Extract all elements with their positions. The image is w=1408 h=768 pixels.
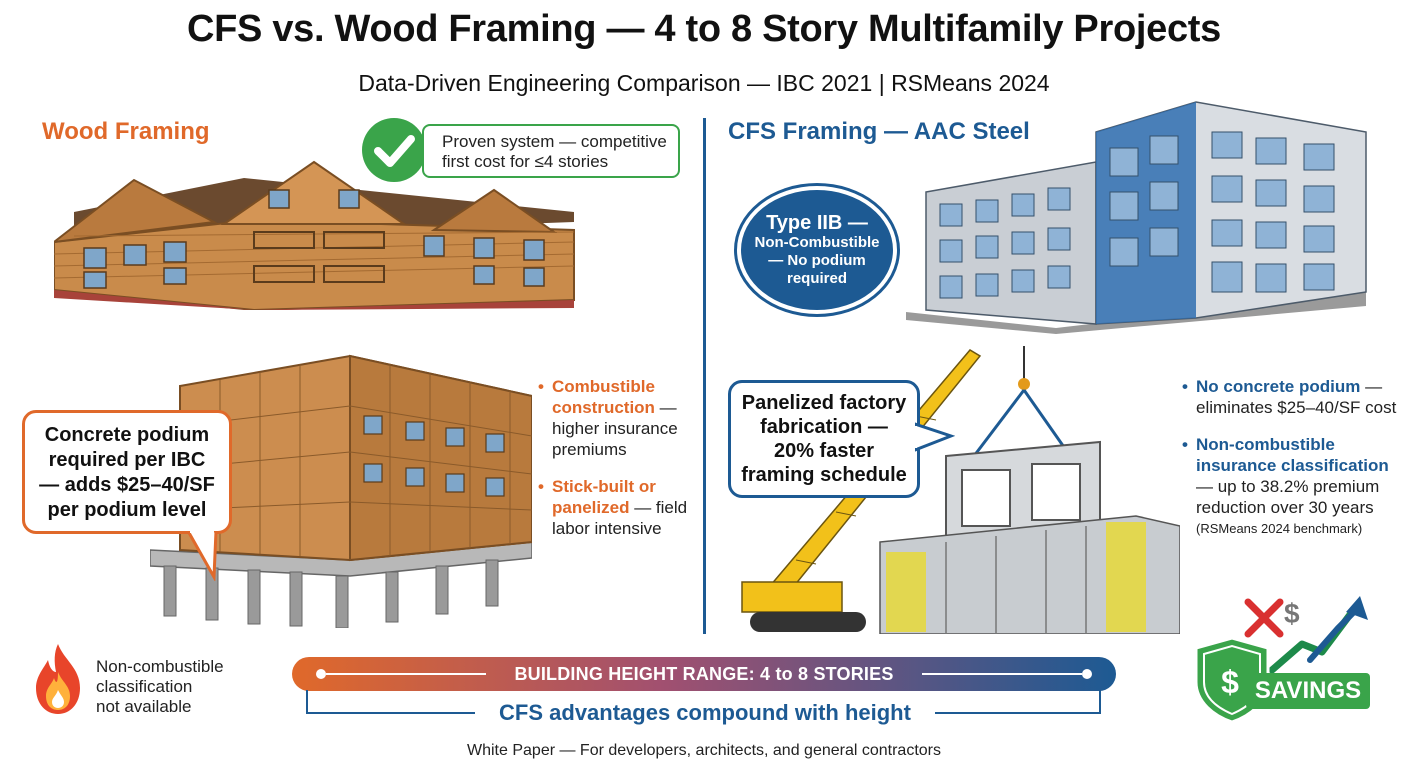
bullet-dot: • — [538, 377, 544, 396]
badge-line-1: Type IIB — — [766, 212, 868, 234]
height-range-label: BUILDING HEIGHT RANGE: 4 to 8 STORIES — [514, 664, 894, 684]
podium-line-4: per podium level — [47, 499, 207, 521]
savings-label: SAVINGS — [1246, 673, 1370, 709]
wood-bullet-combustible: • Combustible construction — higher insu… — [538, 376, 698, 460]
bullet-highlight: Non-combustible insurance classification — [1196, 435, 1389, 475]
proven-line-2: first cost for ≤4 stories — [442, 152, 609, 171]
bullet-dot: • — [538, 477, 544, 496]
type-iib-badge: Type IIB — Non-Combustible — No podium r… — [737, 186, 897, 314]
panel-line-3: 20% faster — [773, 440, 875, 462]
page-subtitle: Data-Driven Engineering Comparison — IBC… — [358, 70, 1050, 96]
bullet-text: — eliminates $25–40/SF cost — [1196, 377, 1397, 417]
flame-icon — [36, 644, 80, 714]
panel-line-4: framing schedule — [741, 464, 907, 486]
bullet-highlight: Stick-built or panelized — [552, 477, 656, 517]
badge-line-4: required — [786, 270, 847, 287]
flame-note-line-3: not available — [96, 697, 192, 716]
wood-section-heading: Wood Framing — [42, 118, 210, 145]
panel-line-1: Panelized factory — [741, 392, 907, 414]
benchmark-note: (RSMeans 2024 benchmark) — [1196, 521, 1363, 536]
bullet-dot: • — [1182, 435, 1188, 454]
wood-podium-building-illustration — [150, 354, 532, 628]
range-line-right — [922, 673, 1082, 675]
cfs-bullet-list: • No concrete podium — eliminates $25–40… — [1182, 376, 1402, 555]
wood-bullet-stick-built: • Stick-built or panelized — field labor… — [538, 476, 698, 539]
green-check-icon — [362, 118, 426, 182]
cfs-bullet-insurance: • Non-combustible insurance classificati… — [1182, 434, 1402, 539]
page-title: CFS vs. Wood Framing — 4 to 8 Story Mult… — [186, 8, 1221, 50]
compound-tagline: CFS advantages compound with height — [475, 700, 935, 726]
bullet-dot: • — [1182, 377, 1188, 396]
podium-line-3: — adds $25–40/SF — [39, 474, 215, 496]
wood-apartment-illustration — [54, 160, 575, 310]
bullet-text: — up to 38.2% premium reduction over 30 … — [1196, 477, 1380, 517]
badge-line-3: — No podium — [768, 252, 866, 269]
panel-callout-pointer — [915, 422, 955, 452]
footer-note: White Paper — For developers, architects… — [467, 742, 941, 759]
bullet-text: — field labor intensive — [552, 498, 688, 538]
dollar-sign-icon: $ — [1284, 598, 1300, 629]
podium-callout-pointer — [186, 531, 218, 581]
non-combustible-note: Non-combustible classification not avail… — [96, 657, 224, 717]
cfs-section-heading: CFS Framing — AAC Steel — [728, 118, 1030, 145]
proven-line-1: Proven system — competitive — [442, 132, 667, 151]
bullet-text: — higher insurance premiums — [552, 398, 678, 459]
panel-line-2: fabrication — — [760, 416, 888, 438]
bullet-highlight: Combustible construction — [552, 377, 655, 417]
panelized-fabrication-callout: Panelized factory fabrication — 20% fast… — [728, 380, 920, 498]
wood-bullet-list: • Combustible construction — higher insu… — [538, 376, 698, 555]
podium-line-1: Concrete podium — [44, 424, 210, 446]
range-start-knob — [316, 669, 326, 679]
proven-system-callout: Proven system — competitive first cost f… — [422, 124, 680, 178]
podium-requirement-callout: Concrete podium required per IBC — adds … — [22, 410, 232, 534]
cfs-steel-building-illustration — [906, 101, 1367, 334]
flame-note-line-2: classification — [96, 677, 193, 696]
range-line-left — [326, 673, 486, 675]
building-height-range-bar: BUILDING HEIGHT RANGE: 4 to 8 STORIES — [292, 657, 1116, 691]
flame-note-line-1: Non-combustible — [96, 657, 224, 676]
shield-dollar-sign: $ — [1221, 664, 1239, 700]
section-divider — [703, 118, 706, 634]
range-end-knob — [1082, 669, 1092, 679]
cfs-bullet-no-podium: • No concrete podium — eliminates $25–40… — [1182, 376, 1402, 418]
badge-line-2: Non-Combustible — [754, 234, 880, 251]
bullet-highlight: No concrete podium — [1196, 377, 1361, 396]
podium-line-2: required per IBC — [48, 449, 206, 471]
